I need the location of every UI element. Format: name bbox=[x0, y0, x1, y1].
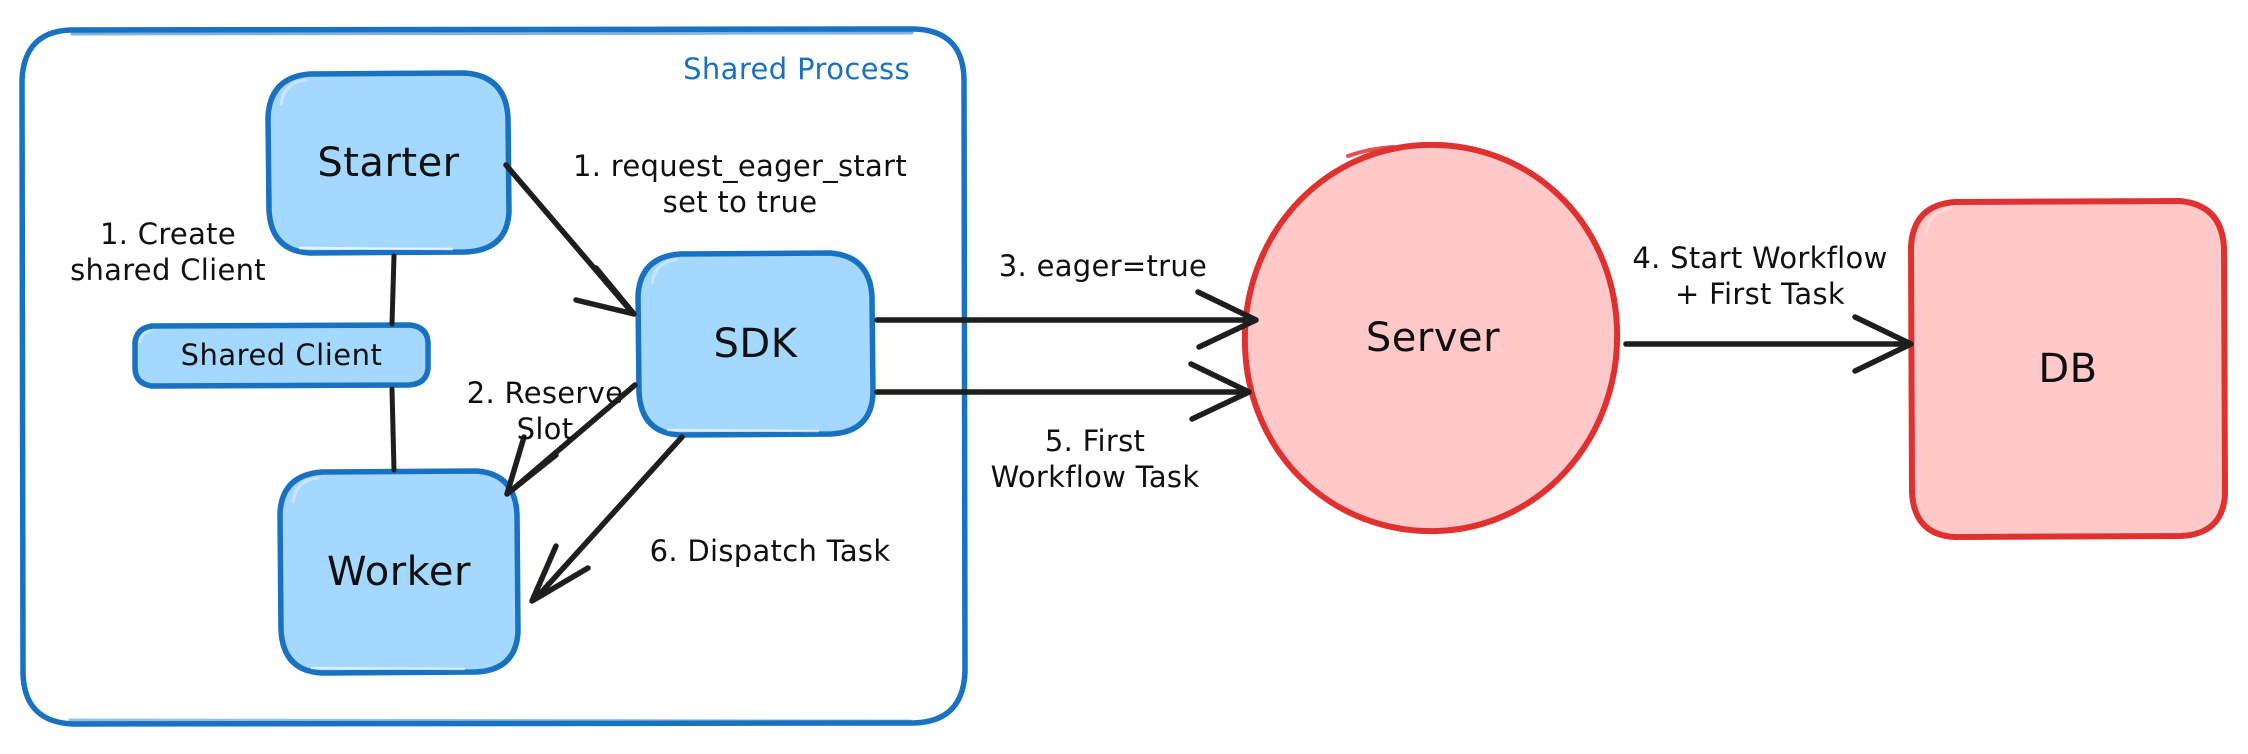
edge-eager-true bbox=[874, 289, 1259, 350]
group-label-shared-process: Shared Process bbox=[683, 52, 910, 86]
edge-label-reserve-slot: 2. Reserve Slot bbox=[466, 376, 624, 447]
edge-label-first-workflow-task: 5. First Workflow Task bbox=[990, 424, 1200, 495]
edge-label-create-shared-client: 1. Create shared Client bbox=[70, 217, 266, 288]
edge-create-shared-client bbox=[389, 253, 397, 473]
edge-reserve-slot bbox=[504, 382, 638, 497]
edge-dispatch-task bbox=[529, 434, 685, 604]
edge-label-dispatch-task: 6. Dispatch Task bbox=[649, 534, 891, 568]
edge-label-eager-true: 3. eager=true bbox=[998, 249, 1208, 283]
edge-label-request-eager-start: 1. request_eager_start set to true bbox=[572, 149, 908, 220]
node-sdk-shape[interactable] bbox=[635, 250, 876, 438]
node-server-shape[interactable] bbox=[1241, 141, 1621, 535]
node-db-shape[interactable] bbox=[1908, 198, 2228, 540]
edge-first-workflow-task bbox=[874, 361, 1252, 422]
group-shared-process bbox=[19, 26, 968, 727]
edge-label-start-workflow: 4. Start Workflow + First Task bbox=[1632, 241, 1888, 312]
edge-request-eager-start bbox=[503, 162, 637, 317]
node-shared-client-shape[interactable] bbox=[132, 322, 431, 389]
edge-start-workflow bbox=[1623, 314, 1914, 374]
node-worker-shape[interactable] bbox=[277, 468, 521, 676]
node-starter-shape[interactable] bbox=[265, 70, 512, 256]
